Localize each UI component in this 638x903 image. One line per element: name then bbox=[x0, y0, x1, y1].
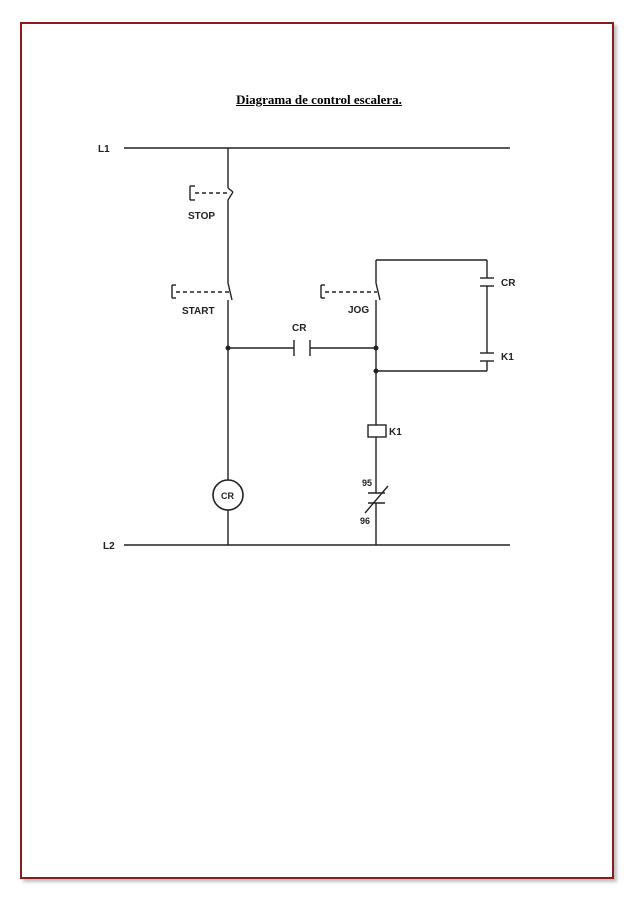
label-terminal-96: 96 bbox=[360, 516, 370, 526]
label-k1-coil: K1 bbox=[389, 427, 402, 438]
label-start: START bbox=[182, 306, 215, 317]
label-cr-coil: CR bbox=[221, 491, 234, 501]
cr-contact bbox=[293, 340, 311, 356]
junction-left bbox=[225, 345, 231, 351]
stop-pushbutton bbox=[189, 185, 234, 201]
jog-pushbutton bbox=[320, 282, 381, 301]
label-cr-aux: CR bbox=[501, 278, 516, 289]
start-pushbutton bbox=[171, 282, 233, 301]
label-l2: L2 bbox=[103, 541, 115, 552]
document-title: Diagrama de control escalera. bbox=[236, 92, 402, 107]
label-jog: JOG bbox=[348, 305, 369, 316]
label-terminal-95: 95 bbox=[362, 478, 372, 488]
junction-right-upper bbox=[373, 345, 379, 351]
label-k1-aux: K1 bbox=[501, 352, 514, 363]
k1-aux-contact bbox=[480, 352, 494, 362]
page-border bbox=[20, 22, 614, 879]
k1-coil bbox=[367, 424, 387, 438]
label-stop: STOP bbox=[188, 211, 215, 222]
label-cr-contact: CR bbox=[292, 323, 307, 334]
label-l1: L1 bbox=[98, 144, 110, 155]
cr-aux-contact bbox=[480, 277, 494, 287]
junction-right-lower bbox=[373, 368, 379, 374]
